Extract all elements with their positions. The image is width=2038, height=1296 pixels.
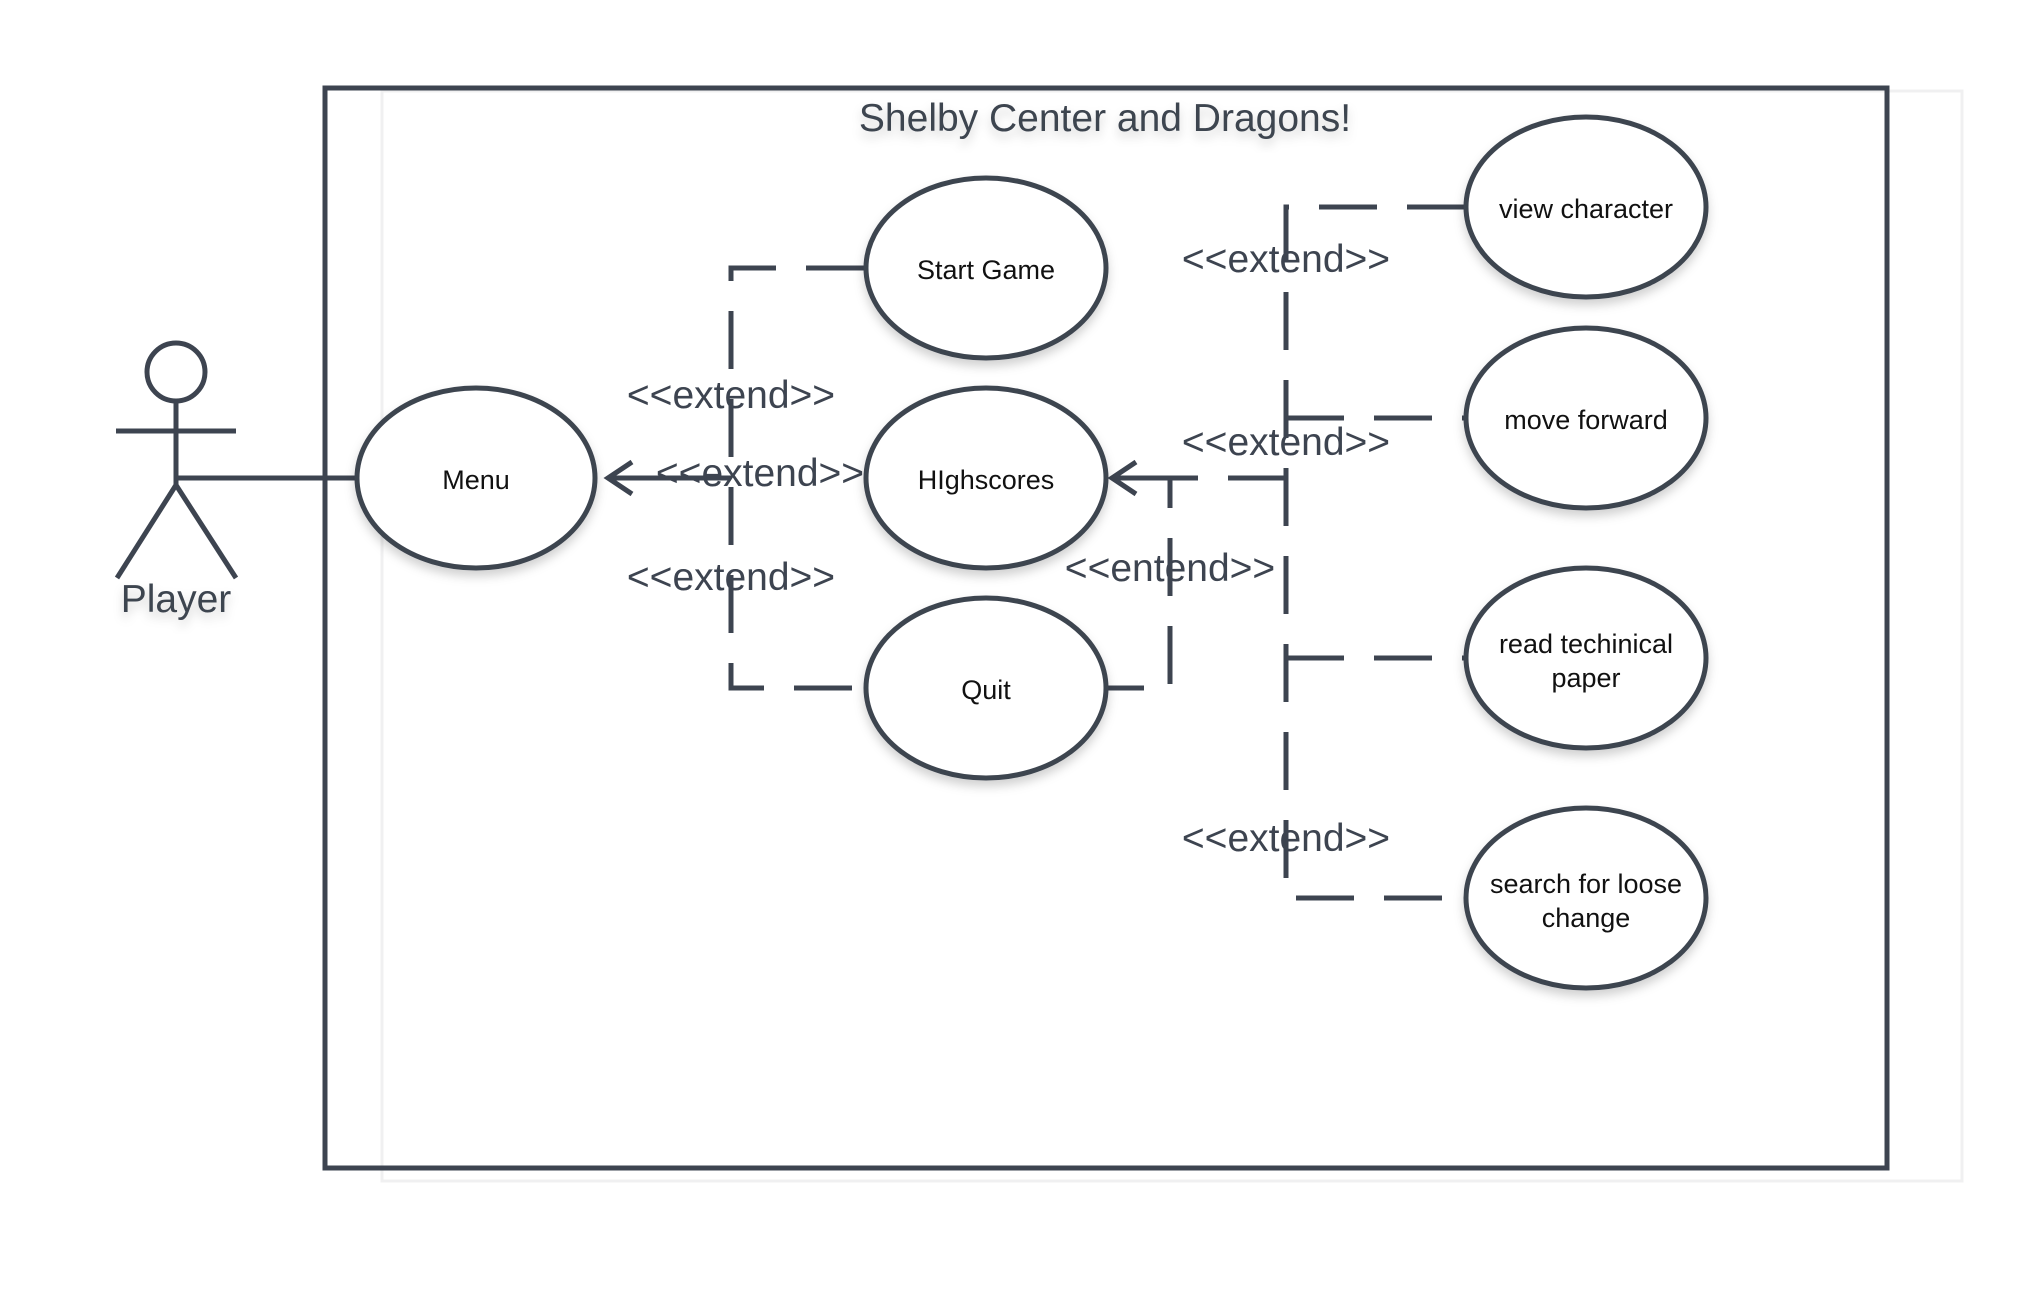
usecase-menu-shape — [354, 385, 598, 571]
extend-connector-start-quit — [728, 265, 864, 691]
usecase-read-paper-label-line1: read techinical — [1499, 629, 1673, 659]
usecase-read-paper[interactable]: read techinical paper — [1463, 565, 1709, 751]
extend-label-search-change: <<extend>> — [1182, 817, 1390, 860]
extend-label-highscores: <<extend>> — [656, 452, 864, 495]
extend-label-quit: <<extend>> — [627, 556, 835, 599]
usecase-search-change[interactable]: search for loose change — [1463, 805, 1709, 991]
actor-player[interactable]: Player — [114, 340, 239, 621]
actor-label: Player — [121, 578, 232, 621]
usecase-move-forward-label: move forward — [1504, 405, 1668, 435]
system-boundary — [322, 85, 1890, 1171]
extend-label-view-character: <<extend>> — [1182, 238, 1390, 281]
boundary-shadow — [380, 89, 1964, 1183]
usecase-highscores-label: HIghscores — [918, 465, 1055, 495]
usecase-move-forward[interactable]: move forward — [1463, 325, 1709, 511]
usecase-quit-shape — [863, 595, 1109, 781]
usecase-read-paper-shape — [1463, 565, 1709, 751]
usecase-view-character-label: view character — [1499, 194, 1673, 224]
extend-connector-right-column — [1283, 204, 1465, 901]
extend-label-move-forward: <<extend>> — [1182, 421, 1390, 464]
usecase-menu-label: Menu — [442, 465, 510, 495]
usecase-quit-label: Quit — [961, 675, 1011, 705]
arrowhead-highscores — [1107, 459, 1138, 497]
usecase-search-change-shape — [1463, 805, 1709, 991]
usecase-search-change-label-line2: change — [1542, 903, 1631, 933]
usecase-view-character-shape — [1463, 114, 1709, 300]
arrowhead-menu — [603, 459, 634, 497]
extend-label-start: <<extend>> — [627, 374, 835, 417]
usecase-quit[interactable]: Quit — [863, 595, 1109, 781]
usecase-highscores-shape — [863, 385, 1109, 571]
usecase-read-paper-label-line2: paper — [1551, 663, 1620, 693]
actor-head — [144, 340, 208, 404]
usecase-view-character[interactable]: view character — [1463, 114, 1709, 300]
usecase-move-forward-shape — [1463, 325, 1709, 511]
entend-label: <<entend>> — [1065, 547, 1275, 590]
actor-left-leg — [114, 483, 179, 580]
diagram-title: Shelby Center and Dragons! — [859, 97, 1351, 140]
usecase-start-game-label: Start Game — [917, 255, 1055, 285]
usecase-start-game-shape — [863, 175, 1109, 361]
usecase-menu[interactable]: Menu — [354, 385, 598, 571]
actor-right-leg — [173, 483, 239, 580]
usecase-highscores[interactable]: HIghscores — [863, 385, 1109, 571]
usecase-search-change-label-line1: search for loose — [1490, 869, 1682, 899]
entend-connector-quit — [1106, 475, 1286, 691]
usecase-start-game[interactable]: Start Game — [863, 175, 1109, 361]
